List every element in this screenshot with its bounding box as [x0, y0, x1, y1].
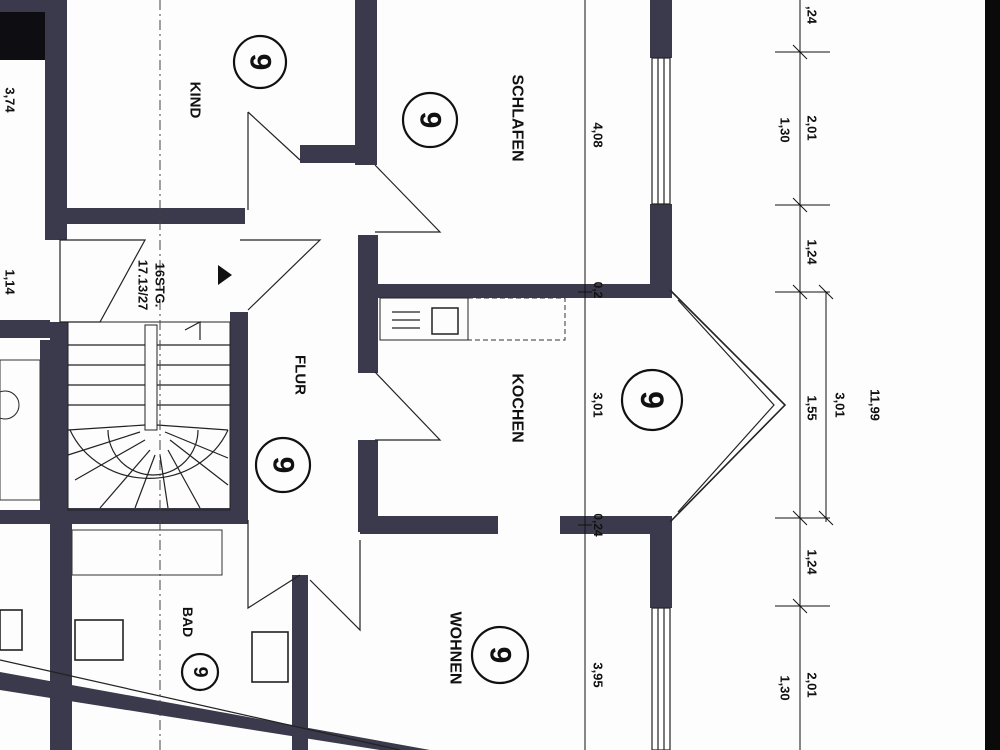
kitchen-counter: [379, 297, 566, 341]
room-label-flur: FLUR: [292, 355, 309, 395]
stair-steps: 16STG.: [153, 263, 168, 308]
dim-r2-201-top: 2,01: [805, 115, 820, 140]
diagonal-wall: [0, 672, 430, 750]
room-label-schlafen: SCHLAFEN: [509, 74, 526, 161]
windows: [651, 57, 671, 750]
dim-inner-301: 3,01: [591, 392, 606, 417]
dim-inner-408: 4,08: [591, 122, 606, 147]
dimension-texts: 3,74 1,14 4,08 0,2 3,01 0,24 3,95 ,24 1,…: [3, 6, 883, 701]
roof-line: [0, 659, 401, 750]
scan-edge: [985, 0, 1000, 750]
room-marker-numbers: 9 9 9 9 9 9: [189, 54, 670, 678]
stair-ratio: 17.13/27: [136, 260, 151, 311]
marker-text-kochen: 9: [634, 391, 670, 409]
marker-text-flur: 9: [267, 457, 300, 474]
marker-text-schlafen: 9: [414, 112, 447, 129]
dim-left-374: 3,74: [3, 87, 18, 113]
room-markers: [180, 34, 684, 692]
dim-r1-124-top: ,24: [805, 6, 820, 25]
dim-r2-301: 3,01: [833, 392, 848, 417]
bath-fixtures: [0, 359, 289, 683]
room-marker-kochen: [620, 368, 684, 432]
room-label-kind: KIND: [187, 82, 204, 119]
marker-text-bad: 9: [189, 666, 211, 677]
dim-r1-155: 1,55: [805, 395, 820, 420]
dim-r1-124-low: 1,24: [805, 549, 820, 575]
room-marker-bad: [180, 652, 220, 692]
room-marker-schlafen: [401, 91, 459, 149]
stair-labels: 16STG. 17.13/27: [136, 260, 168, 311]
dimension-lines: [578, 0, 834, 750]
room-marker-wohnen: [470, 625, 530, 685]
dim-left-114: 1,14: [3, 269, 18, 295]
room-labels: KIND SCHLAFEN FLUR KOCHEN WOHNEN BAD: [180, 74, 526, 684]
dim-total: 11,99: [868, 389, 883, 421]
marker-text-wohnen: 9: [484, 647, 517, 664]
dim-inner-395: 3,95: [591, 662, 606, 687]
dim-r1-130-top: 1,30: [778, 117, 793, 142]
door-swings: [240, 111, 442, 632]
dim-r1-130-low: 1,30: [778, 675, 793, 700]
room-label-wohnen: WOHNEN: [447, 612, 464, 685]
marker-text-kind: 9: [244, 54, 277, 71]
dim-inner-02-bottom: 0,24: [591, 513, 605, 537]
room-marker-kind: [232, 34, 288, 90]
bay-window: [669, 289, 787, 523]
walls: [0, 0, 672, 750]
dim-r1-124-mid: 1,24: [805, 239, 820, 265]
room-marker-flur: [254, 436, 312, 494]
room-label-bad: BAD: [180, 607, 196, 637]
staircase: [59, 239, 232, 511]
dim-inner-02-top: 0,2: [591, 282, 605, 299]
room-label-kochen: KOCHEN: [509, 373, 526, 442]
dim-r2-201-low: 2,01: [805, 672, 820, 697]
